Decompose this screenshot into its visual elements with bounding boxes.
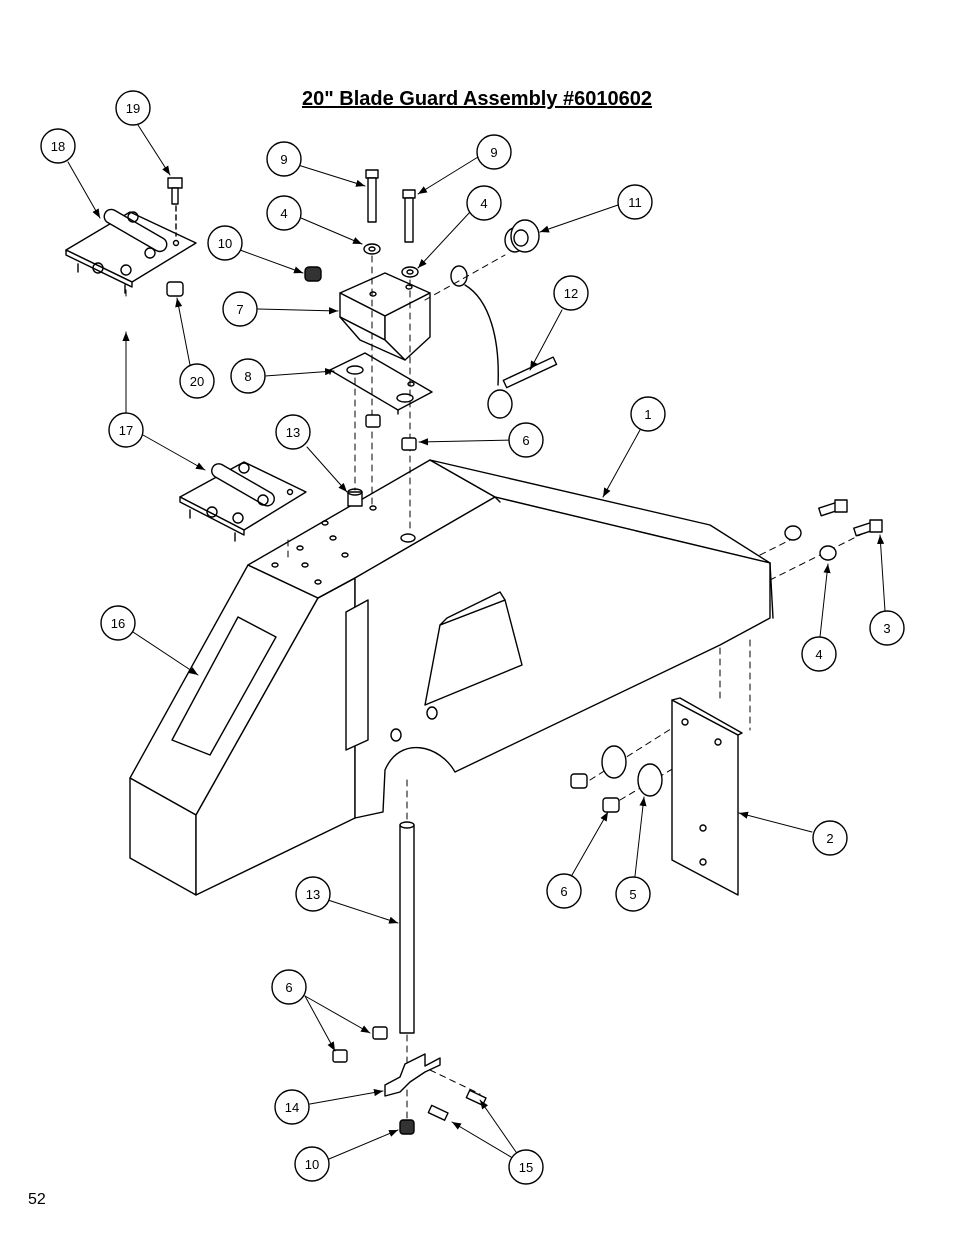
svg-text:4: 4 xyxy=(480,196,487,211)
callout-19: 19 xyxy=(115,90,151,126)
svg-text:17: 17 xyxy=(119,423,133,438)
callout-4b: 4 xyxy=(466,185,502,221)
mount-plate xyxy=(329,352,433,415)
svg-text:20: 20 xyxy=(190,374,204,389)
callout-16: 16 xyxy=(100,605,136,641)
callout-9b: 9 xyxy=(476,134,512,170)
bottom-hardware xyxy=(332,1026,487,1135)
page-title: 20" Blade Guard Assembly #6010602 xyxy=(301,88,653,110)
svg-text:6: 6 xyxy=(285,980,292,995)
svg-text:15: 15 xyxy=(519,1160,533,1175)
callout-11: 11 xyxy=(617,184,653,220)
callout-15: 15 xyxy=(508,1149,544,1185)
svg-text:19: 19 xyxy=(126,101,140,116)
callout-6b: 6 xyxy=(546,873,582,909)
svg-text:9: 9 xyxy=(490,145,497,160)
callout-4a: 4 xyxy=(266,195,302,231)
hinge-upper xyxy=(65,208,197,294)
svg-text:4: 4 xyxy=(815,647,822,662)
mount-plate-2 xyxy=(570,697,743,896)
callout-6c: 6 xyxy=(271,969,307,1005)
callout-5: 5 xyxy=(615,876,651,912)
callout-10b: 10 xyxy=(294,1146,330,1182)
svg-text:5: 5 xyxy=(629,887,636,902)
callout-4c: 4 xyxy=(801,636,837,672)
svg-text:6: 6 xyxy=(522,433,529,448)
callout-9a: 9 xyxy=(266,141,302,177)
svg-text:10: 10 xyxy=(305,1157,319,1172)
fitting-11 xyxy=(504,219,540,253)
svg-text:4: 4 xyxy=(280,206,287,221)
blade-guard-body xyxy=(129,459,774,896)
callout-8: 8 xyxy=(230,358,266,394)
svg-text:14: 14 xyxy=(285,1100,299,1115)
callout-14: 14 xyxy=(274,1089,310,1125)
callout-6a: 6 xyxy=(508,422,544,458)
hinge-lower xyxy=(179,461,307,542)
bolts-9 xyxy=(304,169,419,282)
page-number: 52 xyxy=(28,1191,46,1208)
svg-text:13: 13 xyxy=(286,425,300,440)
svg-text:1: 1 xyxy=(644,407,651,422)
assembly-centerlines xyxy=(125,254,871,1121)
right-bolts xyxy=(784,499,883,561)
svg-text:6: 6 xyxy=(560,884,567,899)
callout-balloons: 19 18 9 9 4 4 11 10 7 12 20 8 17 13 6 1 … xyxy=(40,90,905,1185)
callout-18: 18 xyxy=(40,128,76,164)
callout-10a: 10 xyxy=(207,225,243,261)
callout-17: 17 xyxy=(108,412,144,448)
nuts-top xyxy=(347,414,417,507)
svg-text:8: 8 xyxy=(244,369,251,384)
callout-2: 2 xyxy=(812,820,848,856)
svg-text:9: 9 xyxy=(280,152,287,167)
svg-text:11: 11 xyxy=(628,195,642,210)
svg-text:2: 2 xyxy=(826,831,833,846)
lanyard-pin-12 xyxy=(450,265,558,419)
callout-20: 20 xyxy=(179,363,215,399)
svg-text:10: 10 xyxy=(218,236,232,251)
svg-text:16: 16 xyxy=(111,616,125,631)
callout-13b: 13 xyxy=(295,876,331,912)
leader-lines xyxy=(67,124,886,1161)
svg-text:3: 3 xyxy=(883,621,890,636)
callout-13a: 13 xyxy=(275,414,311,450)
svg-text:12: 12 xyxy=(564,286,578,301)
svg-text:7: 7 xyxy=(236,302,243,317)
callout-1: 1 xyxy=(630,396,666,432)
bolt-19 xyxy=(166,177,184,297)
svg-text:18: 18 xyxy=(51,139,65,154)
svg-text:13: 13 xyxy=(306,887,320,902)
tube-13 xyxy=(399,821,415,1034)
callout-7: 7 xyxy=(222,291,258,327)
callout-12: 12 xyxy=(553,275,589,311)
mount-block xyxy=(339,272,431,361)
callout-3: 3 xyxy=(869,610,905,646)
